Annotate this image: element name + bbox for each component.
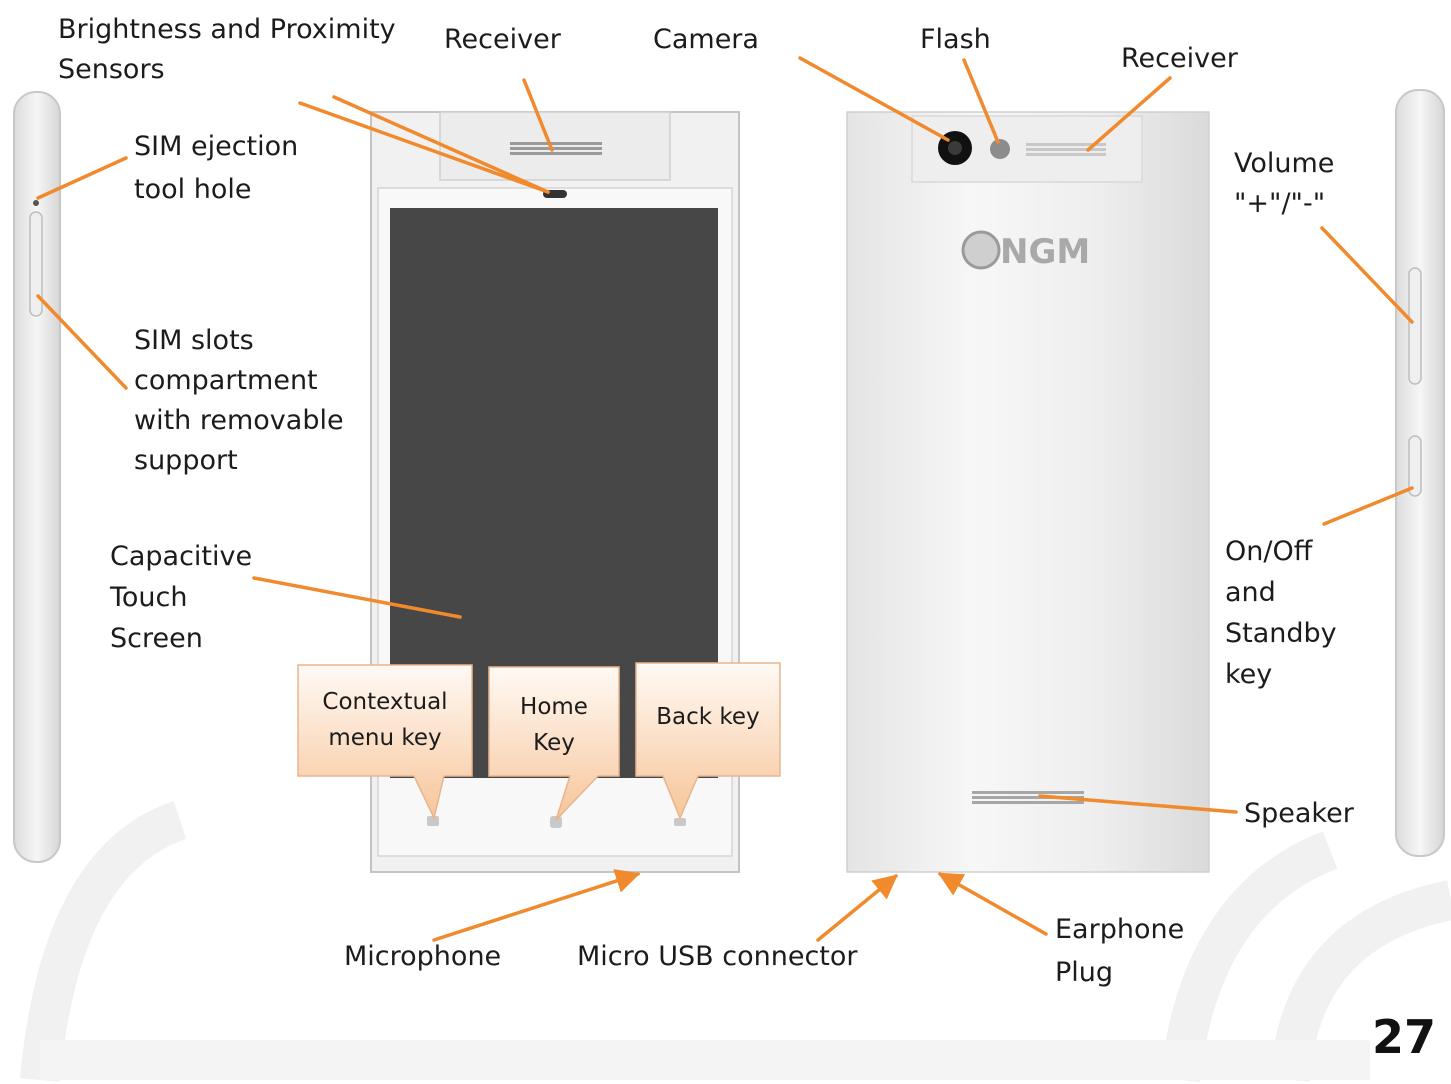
label-micro-usb: Micro USB connector bbox=[577, 941, 858, 972]
nav-key-dots bbox=[427, 816, 686, 828]
leader-camera bbox=[798, 56, 950, 142]
leader-brightness-1 bbox=[298, 101, 550, 194]
speaker-grille bbox=[972, 791, 1084, 804]
leader-microphone bbox=[432, 869, 641, 942]
leader-onoff bbox=[1322, 486, 1414, 526]
brand-logo: NGM bbox=[1000, 232, 1090, 272]
right-side-profile bbox=[1395, 89, 1445, 857]
callout-home-key: Home Key bbox=[520, 694, 588, 756]
leader-lines bbox=[36, 56, 1414, 942]
label-camera: Camera bbox=[653, 24, 759, 55]
label-receiver-back: Receiver bbox=[1121, 43, 1238, 74]
callout-contextual-menu-key: Contextual menu key bbox=[322, 689, 448, 751]
label-brightness-sensors: Brightness and Proximity Sensors bbox=[58, 14, 396, 85]
leader-capacitive bbox=[252, 576, 462, 619]
leader-sim-slots bbox=[36, 294, 128, 390]
label-flash: Flash bbox=[920, 24, 991, 55]
callout-back-key: Back key bbox=[656, 704, 760, 730]
home-callout-bubble bbox=[488, 666, 620, 821]
leader-brightness-2 bbox=[332, 95, 550, 194]
page-number: 27 bbox=[1372, 1010, 1437, 1064]
label-microphone: Microphone bbox=[344, 941, 502, 972]
label-receiver-front: Receiver bbox=[444, 24, 561, 55]
leader-receiver-front bbox=[522, 78, 554, 152]
contextual-callout-bubble bbox=[297, 664, 473, 821]
label-onoff: On/Off and Standby key bbox=[1225, 536, 1337, 690]
left-side-profile bbox=[13, 91, 61, 863]
leader-receiver-back bbox=[1086, 76, 1172, 152]
footer-band bbox=[40, 1040, 1370, 1080]
label-earphone: Earphone Plug bbox=[1055, 914, 1185, 988]
brand-logo-mark bbox=[961, 230, 1001, 270]
back-callout-bubble bbox=[635, 662, 781, 820]
label-sim-ejection: SIM ejection tool hole bbox=[134, 131, 299, 205]
leader-flash bbox=[962, 58, 1000, 144]
flash-led bbox=[990, 139, 1010, 159]
front-receiver-grille bbox=[510, 142, 602, 155]
label-volume: Volume "+"/"-" bbox=[1234, 148, 1335, 219]
label-sim-slots: SIM slots compartment with removable sup… bbox=[134, 325, 344, 476]
leader-sim-ejection bbox=[36, 156, 128, 200]
rear-receiver-grille bbox=[1026, 143, 1106, 156]
leader-earphone bbox=[937, 872, 1048, 936]
label-speaker: Speaker bbox=[1244, 798, 1354, 829]
leader-speaker bbox=[1038, 794, 1238, 814]
leader-micro-usb bbox=[816, 874, 898, 942]
leader-volume bbox=[1320, 226, 1414, 324]
back-phone: NGM bbox=[846, 111, 1210, 873]
callout-bubbles bbox=[297, 662, 781, 821]
label-capacitive: Capacitive Touch Screen bbox=[110, 541, 253, 654]
